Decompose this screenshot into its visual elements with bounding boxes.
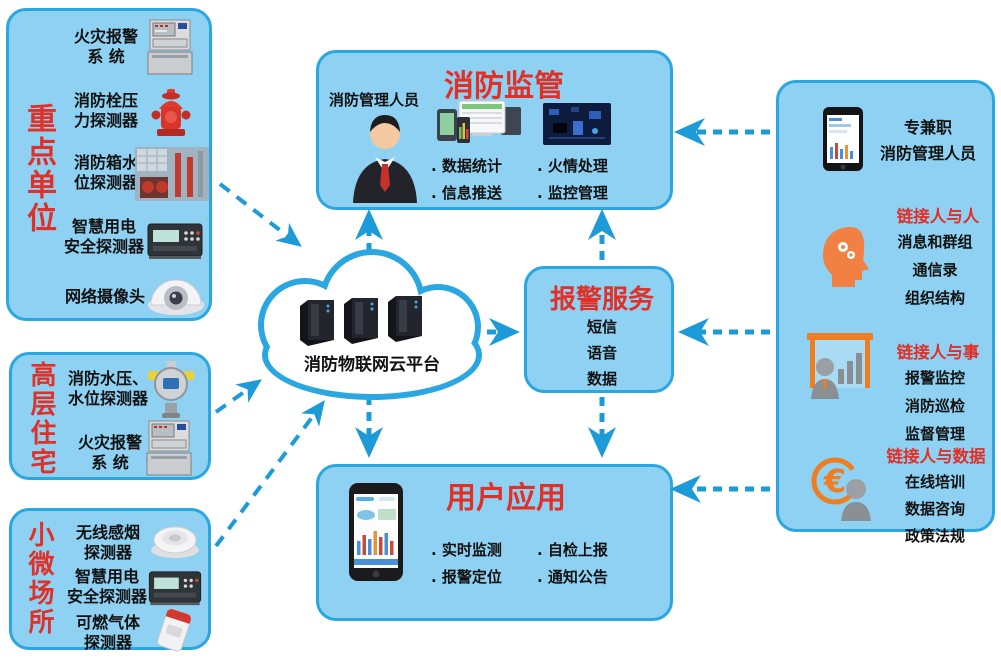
fire-hydrant-icon bbox=[151, 87, 191, 139]
water-pressure-detector-icon bbox=[148, 361, 194, 419]
managers-header: 专兼职 消防管理人员 bbox=[879, 118, 976, 163]
arrow-highrise-to-cloud bbox=[214, 379, 262, 414]
fire-manager-avatar-icon bbox=[345, 111, 425, 203]
user-app-bullet: . 实时监测 bbox=[431, 541, 502, 559]
device-label: 消防栓压 力探测器 bbox=[73, 91, 138, 130]
supervision-bullet: . 数据统计 bbox=[431, 157, 502, 175]
device-label: 无线感烟 探测器 bbox=[75, 523, 140, 562]
pump-room-icon bbox=[135, 147, 209, 201]
device-label: 智慧用电 安全探测器 bbox=[66, 567, 147, 606]
svg-text:€: € bbox=[823, 462, 846, 500]
panel-user-app: 用户应用 . 实时监测 . 报警定位 . 自检上报 . 通知公告 bbox=[316, 464, 673, 621]
alarm-service-item: 语音 bbox=[586, 344, 617, 362]
section-people-title: 链接人与人 bbox=[896, 207, 980, 226]
device-label: 火灾报警 系 统 bbox=[73, 27, 138, 66]
euro-person-icon: € bbox=[809, 451, 875, 521]
device-label: 火灾报警 系 统 bbox=[77, 433, 142, 472]
electrical-safety-detector-icon bbox=[148, 569, 202, 607]
group-highrise: 高层住宅 消防水压、 水位探测器 火灾报警 系 统 bbox=[9, 352, 211, 480]
panel-fire-supervision: 消防监管 消防管理人员 . 数据统计 . 信息推送 . 火情处理 . 监控管理 bbox=[316, 50, 673, 210]
device-label: 网络摄像头 bbox=[64, 287, 145, 306]
section-data-title: 链接人与数据 bbox=[886, 447, 986, 466]
manager-smartphone-icon bbox=[821, 107, 865, 171]
head-gears-icon bbox=[817, 225, 873, 289]
group-highrise-title: 高层住宅 bbox=[26, 361, 56, 477]
section-data-items: 在线培训 数据咨询 政策法规 bbox=[904, 473, 965, 545]
arrow-keyunits-to-cloud bbox=[218, 182, 302, 247]
device-label: 消防水压、 水位探测器 bbox=[67, 369, 148, 408]
cloud-platform-label: 消防物联网云平台 bbox=[304, 355, 440, 375]
user-app-bullet: . 通知公告 bbox=[537, 568, 608, 586]
app-smartphone-icon bbox=[345, 483, 407, 581]
cloud-shape bbox=[258, 249, 482, 400]
panel-fire-supervision-title: 消防监管 bbox=[444, 69, 564, 104]
panel-user-app-title: 用户应用 bbox=[446, 481, 566, 516]
section-events-items: 报警监控 消防巡检 监督管理 bbox=[904, 369, 965, 443]
section-people-items: 消息和群组 通信录 组织结构 bbox=[897, 233, 973, 307]
group-key-units-title: 重点单位 bbox=[21, 103, 56, 235]
user-app-bullet: . 报警定位 bbox=[431, 568, 502, 586]
section-events-title: 链接人与事 bbox=[896, 343, 980, 362]
server-rack-icon bbox=[300, 296, 422, 346]
device-label: 智慧用电 安全探测器 bbox=[63, 217, 144, 256]
gas-detector-icon bbox=[152, 605, 196, 657]
electrical-safety-detector-icon bbox=[147, 221, 203, 261]
arrow-smallvenues-to-cloud bbox=[214, 400, 325, 548]
network-camera-icon bbox=[147, 267, 205, 317]
presentation-board-icon bbox=[805, 331, 875, 405]
device-label: 消防箱水 位探测器 bbox=[73, 153, 138, 192]
fire-alarm-panel-icon bbox=[146, 419, 192, 477]
fire-manager-label: 消防管理人员 bbox=[329, 91, 420, 109]
panel-alarm-service: 报警服务 短信 语音 数据 bbox=[524, 266, 674, 393]
alarm-service-item: 短信 bbox=[586, 318, 617, 336]
supervision-bullet: . 火情处理 bbox=[537, 157, 608, 175]
user-app-bullet: . 自检上报 bbox=[537, 541, 608, 559]
supervision-bullet: . 监控管理 bbox=[537, 184, 608, 202]
dashboard-screen-icon bbox=[543, 103, 611, 145]
device-label: 可燃气体 探测器 bbox=[75, 613, 140, 652]
monitoring-devices-icon bbox=[435, 99, 523, 151]
smoke-detector-icon bbox=[150, 519, 200, 559]
fire-alarm-panel-icon bbox=[147, 19, 193, 75]
group-small-venues: 小微场所 无线感烟 探测器 智慧用电 安全探测器 可燃气体 探测器 bbox=[9, 508, 211, 652]
panel-alarm-service-title: 报警服务 bbox=[549, 285, 654, 315]
group-small-venues-title: 小微场所 bbox=[24, 521, 54, 637]
supervision-bullet: . 信息推送 bbox=[431, 184, 502, 202]
alarm-service-item: 数据 bbox=[586, 370, 617, 388]
group-key-units: 重点单位 火灾报警 系 统 消防栓压 力探测器 消防箱水 位探测器 智慧用电 安… bbox=[6, 8, 212, 321]
panel-managers: 专兼职 消防管理人员 链接人与人 消息和群组 通信录 组织结构 链接人与事 报警… bbox=[776, 80, 995, 545]
